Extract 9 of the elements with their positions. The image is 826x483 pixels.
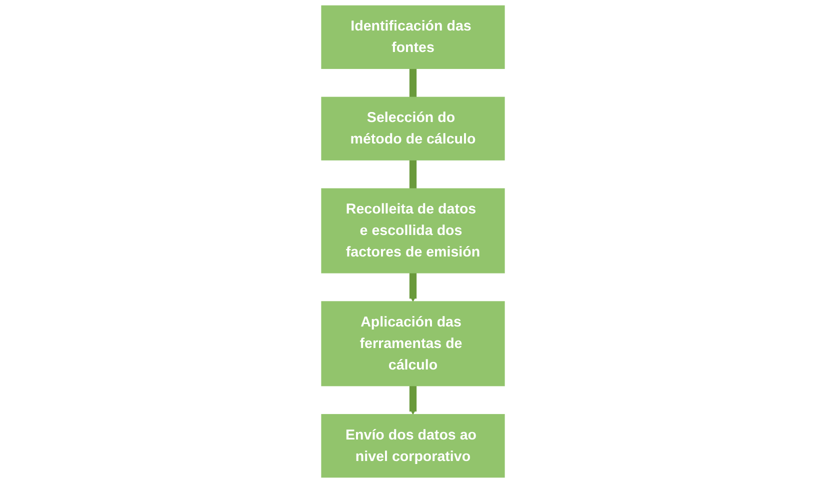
node-box: Aplicación das ferramentas de cálculo [321,301,505,386]
arrow [409,384,417,415]
node-box: Envío dos datos ao nivel corporativo [321,414,505,478]
node-box: Recolleita de datos e escollida dos factores de emisión [321,188,505,274]
node-box: Selección do método de cálculo [321,96,505,160]
connector [409,67,417,98]
arrow [409,272,417,302]
connector [409,158,417,190]
node-box: Identificación das fontes [321,5,505,69]
